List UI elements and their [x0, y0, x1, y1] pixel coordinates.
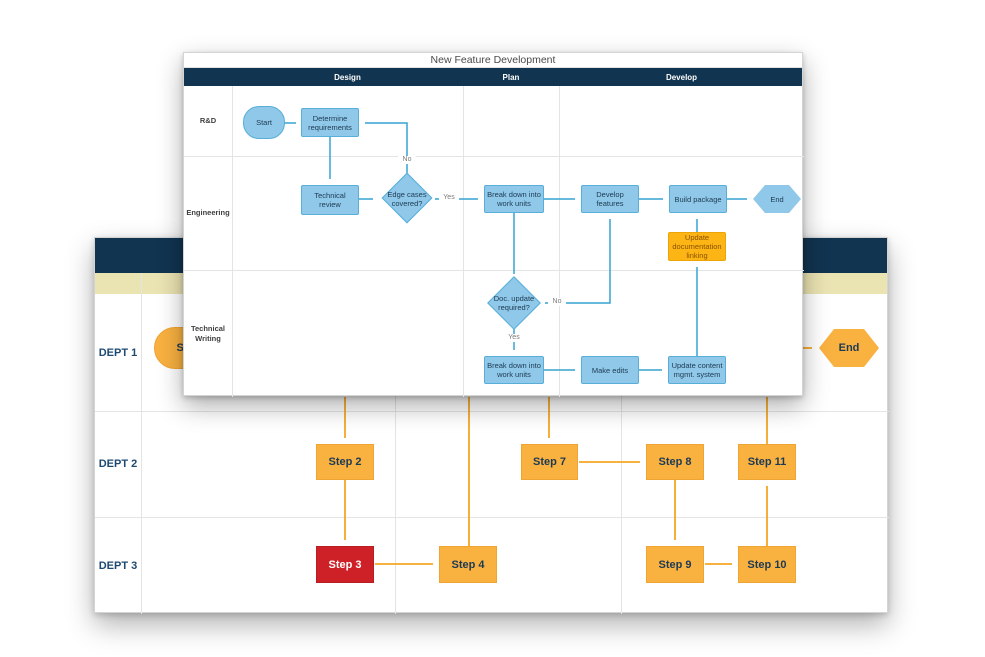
- node-step3-label: Step 3: [328, 558, 362, 571]
- node-label: Edge cases covered?: [387, 189, 427, 208]
- phase-develop: Develop: [665, 72, 698, 82]
- lane-label-rnd: R&D: [199, 116, 217, 126]
- node-label: Make edits: [591, 365, 629, 375]
- phase-design: Design: [334, 72, 361, 82]
- node-update-cms[interactable]: Update content mgmt. system: [668, 356, 726, 384]
- lane-divider: [95, 517, 889, 518]
- phase-plan: Plan: [502, 72, 520, 82]
- node-step10[interactable]: Step 10: [738, 546, 796, 583]
- node-step2[interactable]: Step 2: [316, 444, 374, 480]
- node-label: Determine requirements: [308, 113, 352, 132]
- lane-label-dept1: DEPT 1: [98, 346, 138, 359]
- phase-divider: [621, 294, 622, 614]
- node-label: Build package: [674, 194, 722, 204]
- node-edge-cases-decision[interactable]: Edge cases covered?: [379, 172, 435, 224]
- lane-label-technical-writing: Technical Writing: [190, 324, 226, 343]
- feature-flowchart-card: New Feature Development Design Plan Deve…: [183, 52, 804, 397]
- node-step4-label: Step 4: [451, 558, 485, 571]
- node-start[interactable]: Start: [243, 106, 285, 139]
- node-label: Develop features: [596, 190, 624, 208]
- node-build-package[interactable]: Build package: [669, 185, 727, 213]
- node-label: Update content mgmt. system: [671, 361, 723, 379]
- node-end[interactable]: End: [819, 329, 879, 367]
- node-step7[interactable]: Step 7: [521, 444, 578, 480]
- lane-divider: [184, 270, 804, 271]
- node-develop-features[interactable]: Develop features: [581, 185, 639, 213]
- connector-layer: [344, 347, 812, 565]
- chart-title: New Feature Development: [184, 53, 802, 68]
- lane-label-dept2: DEPT 2: [98, 458, 138, 470]
- node-step2-label: Step 2: [328, 456, 362, 468]
- branch-label-yes: Yes: [439, 194, 459, 202]
- lane-column-divider: [232, 86, 233, 397]
- lane-label-dept3: DEPT 3: [98, 559, 138, 572]
- node-determine-requirements[interactable]: Determine requirements: [301, 108, 359, 137]
- lane-label-engineering: Engineering: [186, 208, 230, 218]
- node-step3[interactable]: Step 3: [316, 546, 374, 583]
- branch-label-no: No: [548, 298, 566, 306]
- node-update-doc-linking[interactable]: Update documentation linking: [668, 232, 726, 261]
- node-start-label: Start: [256, 118, 272, 127]
- node-step7-label: Step 7: [532, 456, 566, 468]
- branch-label-yes: Yes: [504, 334, 524, 342]
- node-step11[interactable]: Step 11: [738, 444, 796, 480]
- node-end[interactable]: End: [753, 185, 801, 213]
- phase-divider: [463, 86, 464, 397]
- node-step11-label: Step 11: [747, 456, 787, 468]
- node-label: Doc. update required?: [493, 294, 535, 312]
- node-breakdown-work-units-tw[interactable]: Break down into work units: [484, 356, 544, 384]
- node-breakdown-work-units-eng[interactable]: Break down into work units: [484, 185, 544, 213]
- phase-divider: [395, 294, 396, 614]
- node-label: Break down into work units: [487, 361, 541, 379]
- node-end-label: End: [770, 194, 784, 204]
- node-step10-label: Step 10: [747, 558, 787, 571]
- node-step8[interactable]: Step 8: [646, 444, 704, 480]
- node-label: Break down into work units: [487, 190, 541, 208]
- connector-layer: [285, 122, 747, 371]
- phase-header-band: Design Plan Develop: [184, 68, 802, 86]
- connector: [545, 219, 611, 304]
- node-make-edits[interactable]: Make edits: [581, 356, 639, 384]
- lane-column-divider: [141, 273, 142, 614]
- node-step4[interactable]: Step 4: [439, 546, 497, 583]
- branch-label-no: No: [398, 156, 416, 164]
- phase-divider: [559, 86, 560, 397]
- node-label: Update documentation linking: [672, 233, 722, 260]
- node-technical-review[interactable]: Technical review: [301, 185, 359, 215]
- node-step8-label: Step 8: [658, 456, 692, 468]
- node-step9[interactable]: Step 9: [646, 546, 704, 583]
- node-doc-update-decision[interactable]: Doc. update required?: [483, 276, 545, 330]
- lane-divider: [95, 411, 889, 412]
- lane-divider: [184, 156, 804, 157]
- node-step9-label: Step 9: [658, 558, 692, 571]
- connector: [365, 122, 408, 175]
- node-end-label: End: [838, 342, 860, 354]
- node-label: Technical review: [314, 191, 346, 209]
